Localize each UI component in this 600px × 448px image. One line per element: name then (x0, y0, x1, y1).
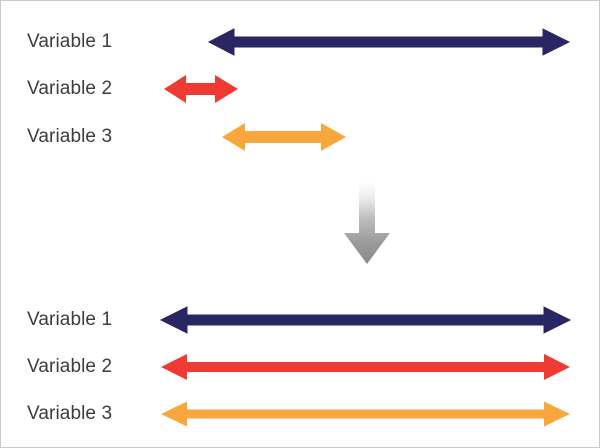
bottom-row-label-variable-3: Variable 3 (27, 403, 113, 424)
bottom-row-label-variable-2: Variable 2 (27, 356, 113, 377)
top-row-label-variable-2: Variable 2 (27, 78, 113, 99)
top-row-label-variable-1: Variable 1 (27, 31, 113, 52)
bottom-arrow-variable-2 (161, 354, 570, 380)
top-arrow-variable-2 (164, 75, 238, 103)
bottom-arrow-variable-3 (161, 401, 570, 427)
top-arrow-variable-1 (207, 28, 571, 56)
bottom-row-label-variable-1: Variable 1 (27, 309, 113, 330)
top-arrow-variable-3 (222, 123, 346, 151)
bottom-arrow-variable-1 (159, 306, 572, 334)
down-arrow-icon (344, 182, 390, 264)
top-row-label-variable-3: Variable 3 (27, 126, 113, 147)
